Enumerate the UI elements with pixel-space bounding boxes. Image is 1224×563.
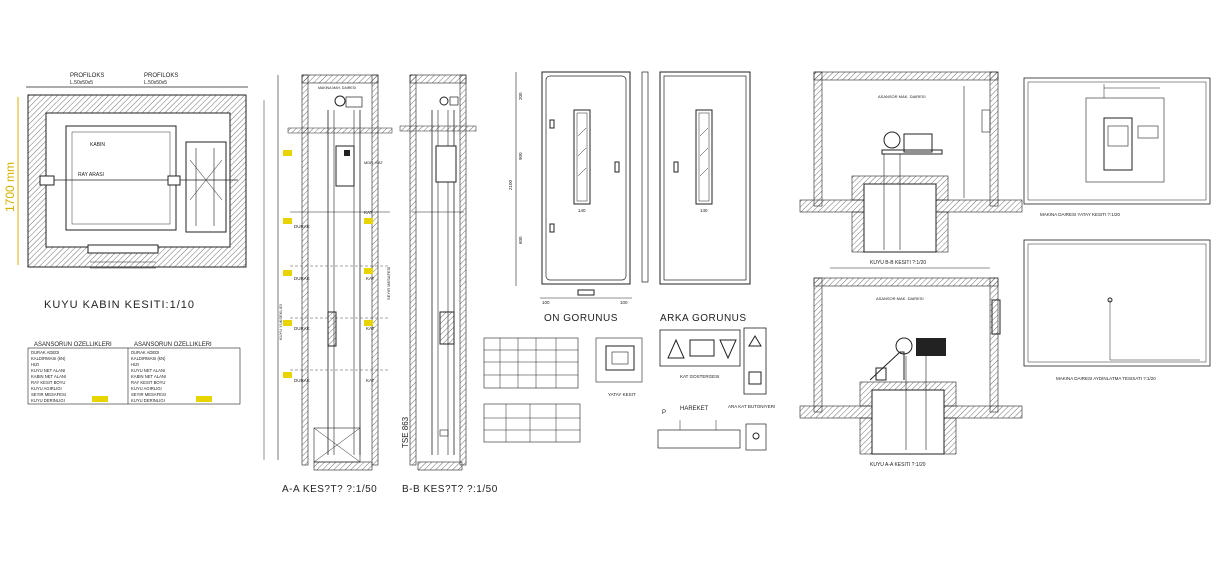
machine-room-label: MAKINA MAH. DAIRESI <box>318 86 356 90</box>
shaft-cabin-plan: PROFILOKS L.50x50x5 PROFILOKS L.50x50x5 … <box>3 73 248 311</box>
profile-left-label: PROFILOKS <box>70 73 104 79</box>
back-panel-indicator: ARKA GORUNUS KAT GOSTERGESI <box>659 313 767 395</box>
dim-900: 900 <box>518 152 523 160</box>
spec-row: SEYIR MESAFESI <box>31 392 66 397</box>
spec-row: DURAK ADEDI <box>31 350 59 355</box>
machine-floor-label: MDR. KAT <box>364 160 383 165</box>
door-dim-right: 100 <box>620 300 628 305</box>
spec-row: RAY KESIT BOYU <box>131 380 165 385</box>
spec-row: KABIN NET ALANI <box>131 374 166 379</box>
floor-label: DURAK <box>294 276 310 281</box>
profile-right-size: L.50x50x5 <box>144 80 167 86</box>
door-front-view: 200 900 600 2100 140 100 100 ON GORUNUS <box>508 71 632 324</box>
machine-aa-title: KUYU A-A KESITI ?:1/20 <box>870 462 926 468</box>
kat-label: KAT <box>366 276 375 281</box>
tse-label: TSE 863 <box>401 416 410 448</box>
spec-row: KALDIRMASI (kN) <box>31 356 66 361</box>
door-back-view: 140 <box>641 71 751 285</box>
spec-row: HIZI <box>131 362 139 367</box>
profile-right-label: PROFILOKS <box>144 73 178 79</box>
machine-lighting-title: MAKINA DAIRESI AYDINLATMA TESISATI ?:1/2… <box>1056 376 1156 381</box>
call-up-icon <box>748 335 762 347</box>
light-fixture-icon <box>1107 297 1113 303</box>
specs-title-left: ASANSORUN OZELLIKLERI <box>34 342 112 348</box>
spec-row: KUYU AGIRLIGI <box>131 386 162 391</box>
shaft-height-label: KUYU YUKSEKLIGI <box>278 304 283 340</box>
machine-room-aa: ASANSOR MAK. DAIRESI KUYU A-A KESITI ?:1… <box>799 277 1023 468</box>
spec-row: SEYIR MESAFESI <box>131 392 166 397</box>
kat-label: KAT <box>366 326 375 331</box>
floor-label: DURAK <box>294 378 310 383</box>
machine-room-aa-label: ASANSOR MAK. DAIRESI <box>876 296 924 301</box>
machine-room-plan: MAKINA DAIRESI YATAY KESITI ?:1/20 <box>1023 77 1211 217</box>
kat-label: KAT <box>364 210 373 215</box>
spec-row: DURAK ADEDI <box>131 350 159 355</box>
floor-display-icon <box>689 339 715 357</box>
down-arrow-icon <box>719 339 737 360</box>
spec-row: KALDIRMASI (kN) <box>131 356 166 361</box>
machine-room-bb-label: ASANSOR MAK. DAIRESI <box>878 94 926 99</box>
back-view-title: ARKA GORUNUS <box>660 313 747 324</box>
horizontal-section-detail: YATAY KESIT <box>595 337 643 397</box>
cabin-label: KABIN <box>90 142 105 148</box>
up-arrow-icon <box>667 338 685 359</box>
dimension-1700: 1700 mm <box>3 162 17 212</box>
floor-label: DURAK <box>294 224 310 229</box>
movement-label: HAREKET <box>680 406 709 412</box>
machine-bb-title: KUYU B-B KESITI ?:1/20 <box>870 260 926 266</box>
spec-row: KUYU NET ALANI <box>131 368 165 373</box>
intermediate-panel-label: ARA KAT BUTONIYERI <box>728 404 775 409</box>
movement-panel: P HAREKET ARA KAT BUTONIYERI <box>657 404 775 451</box>
machine-room-lighting: MAKINA DAIRESI AYDINLATMA TESISATI ?:1/2… <box>1023 239 1211 381</box>
section-bb: TSE 863 B-B KES?T? ?:1/50 <box>399 74 498 495</box>
specs-table: ASANSORUN OZELLIKLERI ASANSORUN OZELLIKL… <box>27 342 241 405</box>
machine-plan-title: MAKINA DAIRESI YATAY KESITI ?:1/20 <box>1040 212 1121 217</box>
section-aa-title: A-A KES?T? ?:1/50 <box>282 484 377 495</box>
spec-row: KUYU AGIRLIGI <box>31 386 62 391</box>
kat-label: KAT <box>366 378 375 383</box>
window-width-a: 140 <box>578 208 586 213</box>
spec-row: KUYU DERINLIGI <box>31 398 65 403</box>
machine-room-bb: ASANSOR MAK. DAIRESI KUYU B-B KESITI ?:1… <box>799 71 1023 269</box>
spec-row: RAY KESIT BOYU <box>31 380 65 385</box>
dim-2100: 2100 <box>508 179 513 190</box>
p-label: P <box>662 410 666 416</box>
floor-indicator-label: KAT GOSTERGESI <box>680 374 719 379</box>
dim-600: 600 <box>518 236 523 244</box>
horizontal-section-label: YATAY KESIT <box>608 392 636 397</box>
floor-label: DURAK <box>294 326 310 331</box>
profile-left-size: L.50x50x5 <box>70 80 93 86</box>
front-view-title: ON GORUNUS <box>544 313 618 324</box>
spec-row: HIZI <box>31 362 39 367</box>
section-bb-title: B-B KES?T? ?:1/50 <box>402 484 498 495</box>
window-width-b: 140 <box>700 208 708 213</box>
floor-data-table <box>483 337 581 443</box>
specs-title-right: ASANSORUN OZELLIKLERI <box>134 342 212 348</box>
spec-row: KUYU NET ALANI <box>31 368 65 373</box>
door-dim-left: 100 <box>542 300 550 305</box>
rail-distance-label: RAY ARASI <box>78 172 104 178</box>
dim-200: 200 <box>518 92 523 100</box>
spec-row: KABIN NET ALANI <box>31 374 66 379</box>
travel-label: SEYIR MESAFESI <box>386 267 391 300</box>
section-aa: MAKINA MAH. DAIRESI DURAK DURAK DURAK DU… <box>263 74 393 495</box>
call-button-icon <box>748 371 762 385</box>
spec-row: KUYU DERINLIGI <box>131 398 165 403</box>
plan-title: KUYU KABIN KESITI:1/10 <box>44 299 195 311</box>
